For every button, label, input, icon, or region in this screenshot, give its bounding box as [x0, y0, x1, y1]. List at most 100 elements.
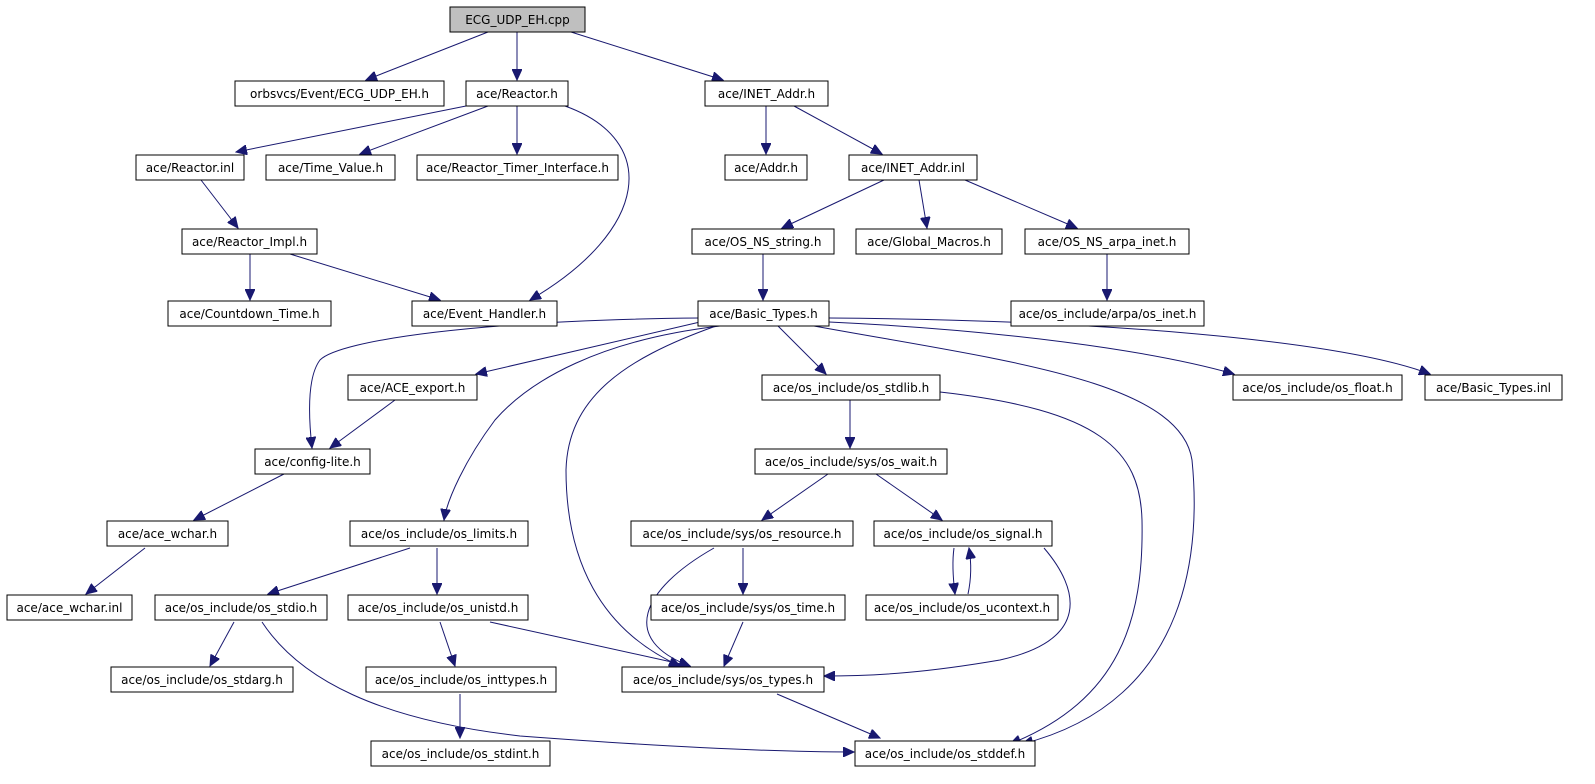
node-label: ace/OS_NS_arpa_inet.h	[1038, 235, 1177, 249]
node-label: ace/os_include/sys/os_types.h	[633, 673, 813, 687]
graph-node[interactable]: ace/Basic_Types.inl	[1424, 374, 1563, 401]
graph-node[interactable]: ace/os_include/sys/os_wait.h	[754, 448, 948, 475]
node-label: ace/os_include/arpa/os_inet.h	[1019, 307, 1197, 321]
edge-n15-n20	[828, 317, 1430, 374]
graph-node[interactable]: ace/os_include/os_stdlib.h	[761, 374, 941, 401]
edge-n17-n21	[330, 399, 396, 448]
graph-node[interactable]: ace/os_include/os_ucontext.h	[865, 594, 1059, 621]
node-label: ace/Basic_Types.inl	[1436, 381, 1551, 395]
graph-node[interactable]: ace/Addr.h	[724, 154, 808, 181]
edge-n15-n21	[310, 317, 701, 448]
graph-node[interactable]: ace/Reactor.inl	[135, 154, 245, 181]
graph-node[interactable]: ace/os_include/arpa/os_inet.h	[1010, 300, 1205, 327]
node-label: ace/os_include/os_stdlib.h	[773, 381, 929, 395]
graph-node[interactable]: ace/os_include/os_stddef.h	[854, 740, 1036, 767]
node-label: ace/os_include/os_unistd.h	[358, 601, 519, 615]
node-label: ace/os_include/os_signal.h	[884, 527, 1043, 541]
edge-n0-n3	[570, 31, 723, 80]
graph-node[interactable]: ace/os_include/os_stdint.h	[370, 740, 551, 767]
graph-node[interactable]: ace/os_include/os_stdarg.h	[110, 666, 294, 693]
edge-n2-n14	[530, 105, 630, 300]
graph-node[interactable]: ace/os_include/os_float.h	[1232, 374, 1403, 401]
edge-n21-n23	[194, 473, 285, 520]
node-label: ace/os_include/sys/os_resource.h	[642, 527, 841, 541]
node-label: ace/os_include/sys/os_wait.h	[765, 455, 937, 469]
graph-node[interactable]: ace/os_include/sys/os_resource.h	[630, 520, 854, 547]
edge-n29-n34	[489, 621, 690, 666]
node-label: ace/Event_Handler.h	[423, 307, 546, 321]
edge-n24-n28	[268, 547, 411, 594]
edge-n3-n8	[793, 105, 882, 154]
edge-n15-n34	[565, 325, 717, 666]
node-label: ace/ace_wchar.inl	[16, 601, 122, 615]
edge-n31-n26	[968, 548, 971, 595]
graph-node[interactable]: ace/Time_Value.h	[265, 154, 396, 181]
node-label: ace/Countdown_Time.h	[179, 307, 319, 321]
edge-n26-n34	[824, 547, 1071, 676]
node-label: ace/os_include/os_stdio.h	[165, 601, 318, 615]
graph-node[interactable]: ace/Reactor_Timer_Interface.h	[416, 154, 619, 181]
node-label: ace/Addr.h	[734, 161, 798, 175]
graph-node[interactable]: ace/os_include/os_unistd.h	[347, 594, 529, 621]
graph-node[interactable]: ace/Global_Macros.h	[855, 228, 1003, 255]
node-label: ECG_UDP_EH.cpp	[465, 13, 570, 27]
edge-n2-n5	[360, 105, 489, 154]
node-label: ace/Reactor.h	[476, 87, 558, 101]
node-label: ace/os_include/os_ucontext.h	[874, 601, 1050, 615]
edge-n15-n19	[828, 321, 1234, 374]
graph-node[interactable]: ace/os_include/os_inttypes.h	[365, 666, 557, 693]
edge-n0-n1	[366, 31, 489, 80]
graph-node[interactable]: ace/ACE_export.h	[347, 374, 478, 401]
graph-node[interactable]: ace/os_include/os_stdio.h	[154, 594, 328, 621]
node-label: ace/OS_NS_string.h	[705, 235, 822, 249]
node-label: orbsvcs/Event/ECG_UDP_EH.h	[250, 87, 429, 101]
edge-n34-n36	[776, 693, 880, 738]
node-label: ace/os_include/os_float.h	[1242, 381, 1392, 395]
node-label: ace/os_include/sys/os_time.h	[661, 601, 835, 615]
graph-node[interactable]: ace/Reactor.h	[465, 80, 569, 107]
edge-n22-n25	[762, 473, 829, 520]
edge-n8-n11	[918, 179, 927, 228]
node-label: ace/Basic_Types.h	[709, 307, 817, 321]
graph-node[interactable]: ace/config-lite.h	[254, 448, 371, 475]
node-label: ace/os_include/os_stdarg.h	[121, 673, 283, 687]
graph-node[interactable]: ace/os_include/os_limits.h	[349, 520, 529, 547]
graph-node[interactable]: ace/os_include/os_signal.h	[873, 520, 1053, 547]
node-layer: ECG_UDP_EH.cpp orbsvcs/Event/ECG_UDP_EH.…	[6, 6, 1563, 767]
node-label: ace/INET_Addr.inl	[861, 161, 965, 175]
graph-node[interactable]: ace/OS_NS_string.h	[691, 228, 835, 255]
edge-n9-n14	[289, 253, 440, 300]
edge-n4-n9	[200, 179, 238, 228]
edge-n8-n10	[782, 179, 885, 228]
node-label: ace/Time_Value.h	[278, 161, 383, 175]
node-label: ace/os_include/os_stddef.h	[865, 747, 1025, 761]
node-label: ace/Reactor.inl	[146, 161, 234, 175]
edge-layer	[86, 31, 1430, 752]
edge-n15-n36	[813, 325, 1195, 744]
edge-n26-n31	[953, 547, 955, 594]
graph-node[interactable]: ace/OS_NS_arpa_inet.h	[1024, 228, 1190, 255]
edge-n30-n34	[724, 621, 744, 666]
graph-node-root[interactable]: ECG_UDP_EH.cpp	[449, 6, 586, 33]
edge-n28-n32	[210, 621, 235, 666]
graph-node[interactable]: ace/Event_Handler.h	[411, 300, 558, 327]
node-label: ace/os_include/os_inttypes.h	[375, 673, 547, 687]
node-label: ace/os_include/os_stdint.h	[382, 747, 540, 761]
graph-node[interactable]: ace/Reactor_Impl.h	[181, 228, 318, 255]
graph-node[interactable]: ace/os_include/sys/os_types.h	[621, 666, 825, 693]
edge-n22-n26	[875, 473, 942, 520]
graph-node[interactable]: ace/INET_Addr.inl	[848, 154, 978, 181]
node-label: ace/os_include/os_limits.h	[361, 527, 517, 541]
graph-node[interactable]: ace/Countdown_Time.h	[167, 300, 332, 327]
edge-n18-n36	[939, 391, 1143, 744]
graph-node[interactable]: ace/os_include/sys/os_time.h	[650, 594, 846, 621]
graph-node[interactable]: ace/Basic_Types.h	[697, 300, 830, 327]
graph-node[interactable]: ace/INET_Addr.h	[704, 80, 829, 107]
node-label: ace/config-lite.h	[264, 455, 361, 469]
graph-node[interactable]: ace/ace_wchar.inl	[6, 594, 133, 621]
edge-n25-n34	[646, 547, 715, 666]
graph-node[interactable]: orbsvcs/Event/ECG_UDP_EH.h	[234, 80, 445, 107]
edge-n15-n17	[476, 321, 701, 374]
graph-node[interactable]: ace/ace_wchar.h	[106, 520, 229, 547]
